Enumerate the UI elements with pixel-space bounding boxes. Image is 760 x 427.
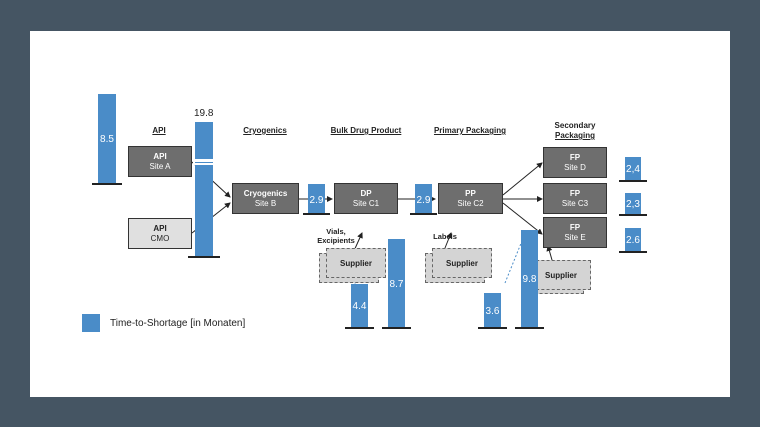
box-fp-site-e: FP Site E [543,217,607,248]
supplier-fp: Supplier [531,260,591,290]
bar-after-cryo-base [303,213,330,215]
bar-site-d: 2,4 [625,157,641,181]
bar-labels-base [478,327,507,329]
header-api: API [152,126,166,135]
note-vials-excipients: Vials, Excipients [317,227,355,245]
bar-vials-base [345,327,374,329]
box-fp-site-d: FP Site D [543,147,607,178]
bar-supplier-e-base [515,327,544,329]
link-labels-bar [504,230,527,284]
bar-api-tall-base [188,256,220,258]
arrow-pp-to-site-e [502,202,543,235]
arrow-pp-to-site-d [502,162,543,196]
bar-supplier-dp: 8.7 [388,239,405,328]
note-labels: Labels [433,232,457,241]
bar-site-d-base [619,180,647,182]
bar-api-tall-value: 19.8 [194,108,214,119]
supplier-dp: Supplier [326,248,386,278]
bar-site-e: 2.6 [625,228,641,252]
bar-after-dp-base [410,213,437,215]
slide: API Cryogenics Bulk Drug Product Primary… [30,31,730,397]
bar-api-left: 8.5 [98,94,116,184]
legend-swatch [82,314,100,332]
bar-vials: 4.4 [351,284,368,328]
bar-labels: 3.6 [484,293,501,328]
box-api-site-a: API Site A [128,146,192,177]
bar-break-2 [195,162,213,163]
box-cryogenics-site-b: Cryogenics Site B [232,183,299,214]
legend-label: Time-to-Shortage [in Monaten] [110,318,246,329]
box-api-cmo: API CMO [128,218,192,249]
header-secondary-packaging: Packaging [554,131,595,140]
bar-api-left-base [92,183,122,185]
header-bulk-drug-product: Bulk Drug Product [330,126,402,135]
bar-after-dp: 2.9 [415,184,432,214]
bar-supplier-dp-base [382,327,411,329]
box-dp-site-c1: DP Site C1 [334,183,398,214]
bar-site-e-base [619,251,647,253]
header-primary-packaging: Primary Packaging [433,126,507,135]
header-cryogenics: Cryogenics [243,126,287,135]
bar-site-c3: 2,3 [625,193,641,215]
box-fp-site-c3: FP Site C3 [543,183,607,214]
bar-site-c3-base [619,214,647,216]
supplier-pp: Supplier [432,248,492,278]
bar-supplier-e: 9.8 [521,230,538,328]
bar-api-tall [195,122,213,257]
box-pp-site-c2: PP Site C2 [438,183,503,214]
bar-after-cryo: 2.9 [308,184,325,214]
header-secondary: Secondary [554,121,596,130]
